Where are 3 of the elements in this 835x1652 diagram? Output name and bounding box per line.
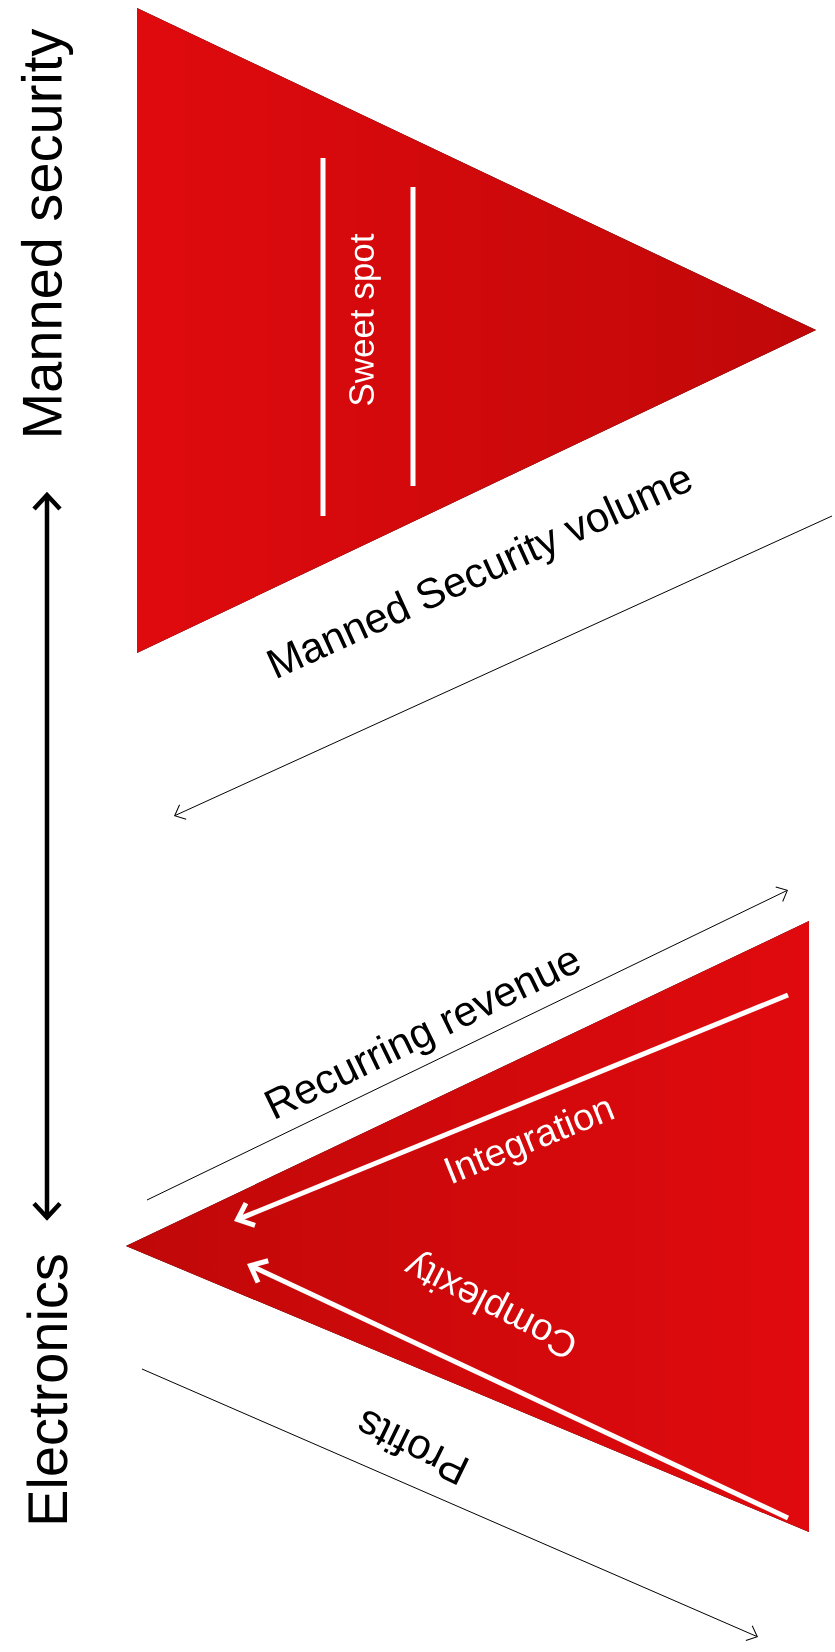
double-arrow — [32, 491, 62, 1221]
axis-label: Manned security — [20, 28, 74, 435]
axis-label: Electronics — [26, 1255, 68, 1523]
